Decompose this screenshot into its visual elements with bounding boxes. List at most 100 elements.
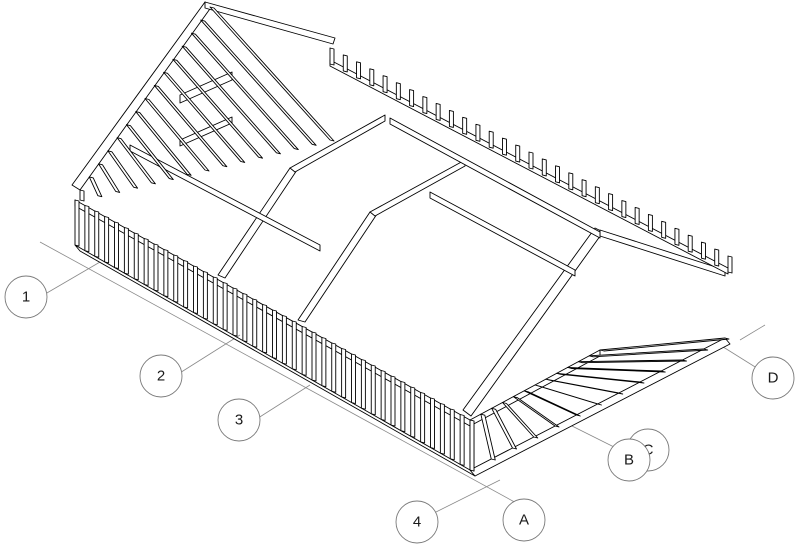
right-wall-stud	[545, 378, 624, 395]
grid-bubble-1: 1	[4, 275, 48, 319]
back-wall-cripple	[594, 186, 600, 205]
ridge-beam-2	[389, 117, 601, 239]
back-wall-cripple	[621, 200, 627, 218]
grid-line-3	[254, 384, 311, 421]
front-wall-stud	[331, 342, 337, 393]
back-wall-cripple	[342, 54, 348, 73]
back-wall-cripple	[329, 47, 335, 66]
back-wall-cripple	[382, 75, 388, 94]
front-wall-stud	[212, 276, 218, 326]
back-wall-cripple	[541, 158, 547, 177]
right-wall-stud	[599, 337, 730, 352]
right-wall-stud	[523, 390, 581, 417]
back-wall-cripple	[555, 165, 560, 184]
back-wall-cripple	[608, 193, 614, 212]
front-wall-stud	[153, 243, 159, 292]
right-wall-stud	[512, 396, 560, 428]
back-wall-cripple	[475, 123, 481, 142]
partition-1-rake	[217, 167, 298, 279]
left-gable-top-plate	[204, 1, 336, 45]
grid-bubbles: 1 2 3 4 A C B D	[4, 275, 795, 544]
grid-label-A: A	[519, 512, 529, 529]
back-wall-cripple	[488, 130, 494, 149]
front-wall-stud	[281, 315, 287, 365]
interior-partitions	[129, 114, 601, 323]
grid-line-1-run	[39, 241, 521, 506]
right-wall-stud	[556, 372, 645, 384]
back-wall-cripple	[422, 96, 428, 114]
front-wall-stud	[123, 227, 129, 275]
front-wall-stud	[420, 392, 426, 444]
back-wall-cripple	[687, 234, 693, 253]
left-gable-stud	[163, 71, 246, 163]
grid-bubble-3: 3	[217, 398, 261, 442]
left-gable-stud	[209, 6, 335, 142]
back-wall-cripple	[661, 220, 667, 239]
front-wall-stud	[430, 397, 435, 449]
front-wall-stud	[84, 205, 90, 253]
back-wall-cripple	[369, 68, 375, 87]
front-wall-stud	[351, 353, 356, 404]
back-wall-cripple	[568, 172, 574, 191]
front-wall-stud	[262, 304, 268, 354]
back-wall-cripple	[528, 151, 534, 170]
left-gable-stud	[200, 19, 317, 146]
back-wall-cripple	[356, 61, 361, 80]
grid-bubble-2: 2	[139, 354, 183, 398]
front-wall-stud	[104, 216, 110, 264]
grid-label-1: 1	[22, 289, 30, 306]
left-gable-stud	[125, 124, 174, 181]
left-gable-stud	[153, 84, 228, 168]
front-wall-stud	[410, 386, 416, 438]
left-gable-wall	[71, 1, 336, 191]
right-wall-stud	[588, 348, 709, 358]
front-wall-stud	[341, 348, 347, 399]
front-wall-stud	[114, 221, 119, 269]
left-gable-stud	[107, 150, 139, 189]
back-wall-cripple	[435, 103, 441, 121]
back-wall-cripple	[647, 213, 653, 232]
back-wall-cripple	[581, 179, 587, 198]
left-gable-stud	[88, 176, 103, 198]
back-wall-cripple	[395, 82, 401, 101]
front-wall-stud	[311, 331, 317, 382]
right-wall-stud	[534, 384, 602, 406]
front-wall-stud	[94, 210, 100, 258]
grid-label-2: 2	[157, 368, 165, 385]
left-gable-stud	[116, 137, 156, 185]
left-gable-stud	[181, 45, 281, 155]
front-wall-stud	[242, 293, 248, 343]
front-wall-stud	[173, 254, 179, 303]
back-wall-cripple	[515, 144, 521, 163]
left-gable-stud	[190, 32, 299, 151]
back-wall-cripple	[448, 109, 454, 128]
front-wall-stud	[390, 375, 396, 427]
right-wall-stud	[502, 402, 539, 439]
partition-2-top	[369, 159, 466, 217]
front-wall-stud	[439, 403, 445, 455]
grid-line-2	[174, 334, 241, 377]
grid-line-1	[39, 261, 101, 298]
front-wall-stud	[232, 287, 238, 337]
right-wall-stud	[567, 367, 666, 373]
grid-line-D	[719, 344, 761, 371]
front-wall-stud	[360, 359, 366, 410]
left-gable-stud	[98, 163, 121, 193]
back-wall-cripple	[701, 241, 706, 260]
front-wall-stud	[400, 381, 406, 433]
front-wall-stud	[459, 414, 465, 466]
grid-label-4: 4	[413, 514, 421, 531]
grid-label-D: D	[768, 370, 779, 387]
wall-studs	[74, 6, 733, 472]
grid-label-C: C	[643, 442, 654, 459]
front-wall-stud	[143, 238, 149, 286]
grid-label-3: 3	[235, 412, 243, 429]
right-wall-stud	[480, 413, 496, 461]
front-wall-stud	[449, 408, 455, 461]
back-wall-cripple	[714, 248, 720, 267]
front-wall-stud	[193, 265, 198, 314]
back-wall-cripple	[727, 255, 733, 274]
front-wall-stud	[133, 232, 139, 281]
front-wall-stud	[321, 337, 327, 388]
